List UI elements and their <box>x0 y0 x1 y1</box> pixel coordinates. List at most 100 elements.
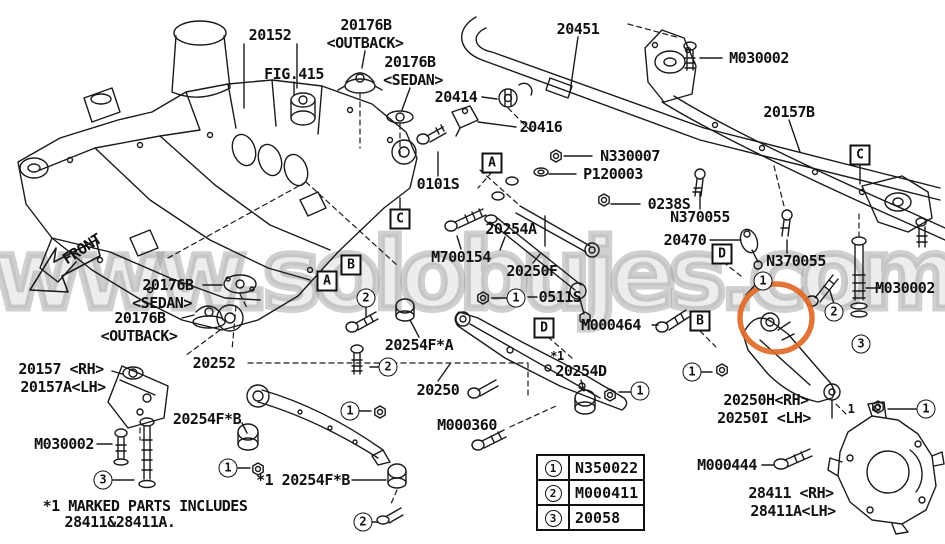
bolt-m000360-b <box>471 429 507 451</box>
part-label-20157a-lh-: 20157A<LH> <box>20 378 106 396</box>
part-label-m000444: M000444 <box>697 456 757 474</box>
part-label-n330007: N330007 <box>600 147 660 165</box>
circled-marker-1: 1 <box>218 458 238 478</box>
part-label-m030002: M030002 <box>729 49 789 67</box>
part-label-20414: 20414 <box>434 88 478 106</box>
circled-marker-2: 2 <box>378 357 398 377</box>
part-label-20451: 20451 <box>556 20 600 38</box>
part-label-20254d: 20254D <box>555 362 607 380</box>
top-mounts-20176B <box>192 72 414 329</box>
bolt-2-bc <box>376 507 404 525</box>
boxed-marker-c: C <box>389 208 411 230</box>
stabilizer-bar-20451 <box>451 16 941 201</box>
part-label-20254a: 20254A <box>485 220 537 238</box>
front-arrow <box>29 239 101 293</box>
bolt-m000464 <box>655 309 690 333</box>
part-label--outback-: <OUTBACK> <box>100 327 178 345</box>
part-label-20252: 20252 <box>192 354 236 372</box>
highlight-circle <box>737 281 815 355</box>
circled-marker-2: 2 <box>353 512 373 532</box>
boxed-marker-b: B <box>340 254 362 276</box>
circled-marker-1: 1 <box>753 271 773 291</box>
part-label-20254f-b: 20254F*B <box>172 410 242 428</box>
legend-part-number: N350022 <box>567 454 646 481</box>
boxed-marker-c: C <box>849 144 871 166</box>
part-label-20152: 20152 <box>248 26 292 44</box>
part-label-0101s: 0101S <box>416 175 460 193</box>
circled-marker-1: 1 <box>682 362 702 382</box>
part-label-20416: 20416 <box>519 118 563 136</box>
part-label--1: *1 <box>550 349 564 363</box>
part-label-0511s: 0511S <box>538 288 582 306</box>
part-label-n370055: N370055 <box>766 252 826 270</box>
bolt-0101s <box>416 124 447 145</box>
arm-20250 <box>395 298 628 415</box>
legend-part-number: M000411 <box>567 479 646 506</box>
circled-marker-2: 2 <box>824 302 844 322</box>
circled-marker-1: 1 <box>506 288 526 308</box>
part-label-20250: 20250 <box>416 381 460 399</box>
circled-marker-1: 1 <box>916 399 936 419</box>
part-label-20176b: 20176B <box>114 309 166 327</box>
legend-circled-number: 1 <box>544 460 562 477</box>
knuckle-28411 <box>827 401 945 535</box>
part-label-fig-415: FIG.415 <box>264 65 324 83</box>
bolt-m700154 <box>444 208 487 232</box>
circled-marker-3: 3 <box>93 470 113 490</box>
lower-arm-20250H <box>742 312 841 419</box>
legend-row-number: 3 <box>536 504 570 531</box>
part-label-m030002: M030002 <box>34 435 94 453</box>
legend-part-number: 20058 <box>567 504 646 531</box>
legend-row-number: 2 <box>536 479 570 506</box>
part-label-p120003: P120003 <box>583 165 643 183</box>
part-label-28411a-lh-: 28411A<LH> <box>750 502 836 520</box>
boxed-marker-a: A <box>481 152 503 174</box>
trailing-arm <box>237 384 407 489</box>
part-label-m000360: M000360 <box>437 416 497 434</box>
boxed-marker-d: D <box>711 243 733 265</box>
bolt-m030002-top <box>683 41 697 71</box>
part-label-m030002: M030002 <box>875 279 935 297</box>
part-label-m700154: M700154 <box>431 248 491 266</box>
bolt-2-center-a <box>345 311 379 333</box>
boxed-marker-a: A <box>316 270 338 292</box>
part-label-1: 1 <box>847 402 855 416</box>
legend-row-number: 1 <box>536 454 570 481</box>
circled-marker-1: 1 <box>340 401 360 421</box>
part-label--sedan-: <SEDAN> <box>132 294 192 312</box>
circled-marker-2: 2 <box>356 288 376 308</box>
part-label-20254f-a: 20254F*A <box>384 336 454 354</box>
bracket-20157 <box>107 365 169 429</box>
part-label--1-20254f-b: *1 20254F*B <box>256 471 350 489</box>
part-label--sedan-: <SEDAN> <box>383 71 443 89</box>
circled-marker-3: 3 <box>851 334 871 354</box>
bolt-m030002-right <box>850 236 868 318</box>
part-label-20470: 20470 <box>663 231 707 249</box>
bolt-right-bracket <box>915 217 928 248</box>
boxed-marker-b: B <box>689 310 711 332</box>
bolt-m000444 <box>773 448 813 470</box>
part-label-28411-rh-: 28411 <RH> <box>748 484 834 502</box>
leader-lines <box>96 36 917 523</box>
part-label-0238s: 0238S <box>647 195 691 213</box>
part-label-20176b: 20176B <box>340 16 392 34</box>
part-label-20157b: 20157B <box>763 103 815 121</box>
part-label-28411-28411a-: 28411&28411A. <box>64 513 176 531</box>
lateral-links <box>484 168 793 325</box>
part-label--outback-: <OUTBACK> <box>326 34 404 52</box>
part-label--1-marked-parts-includes: *1 MARKED PARTS INCLUDES <box>42 497 248 515</box>
bolt-m000360-a <box>467 379 499 399</box>
circled-marker-1: 1 <box>630 381 650 401</box>
bolt-3-long-bl <box>138 417 156 489</box>
part-label-20157-rh-: 20157 <RH> <box>18 360 104 378</box>
bolt-m030002-bl <box>113 428 129 466</box>
support-bar-20157B <box>644 29 945 241</box>
boxed-marker-d: D <box>533 317 555 339</box>
bolts <box>113 41 928 525</box>
part-label-20176b: 20176B <box>142 276 194 294</box>
